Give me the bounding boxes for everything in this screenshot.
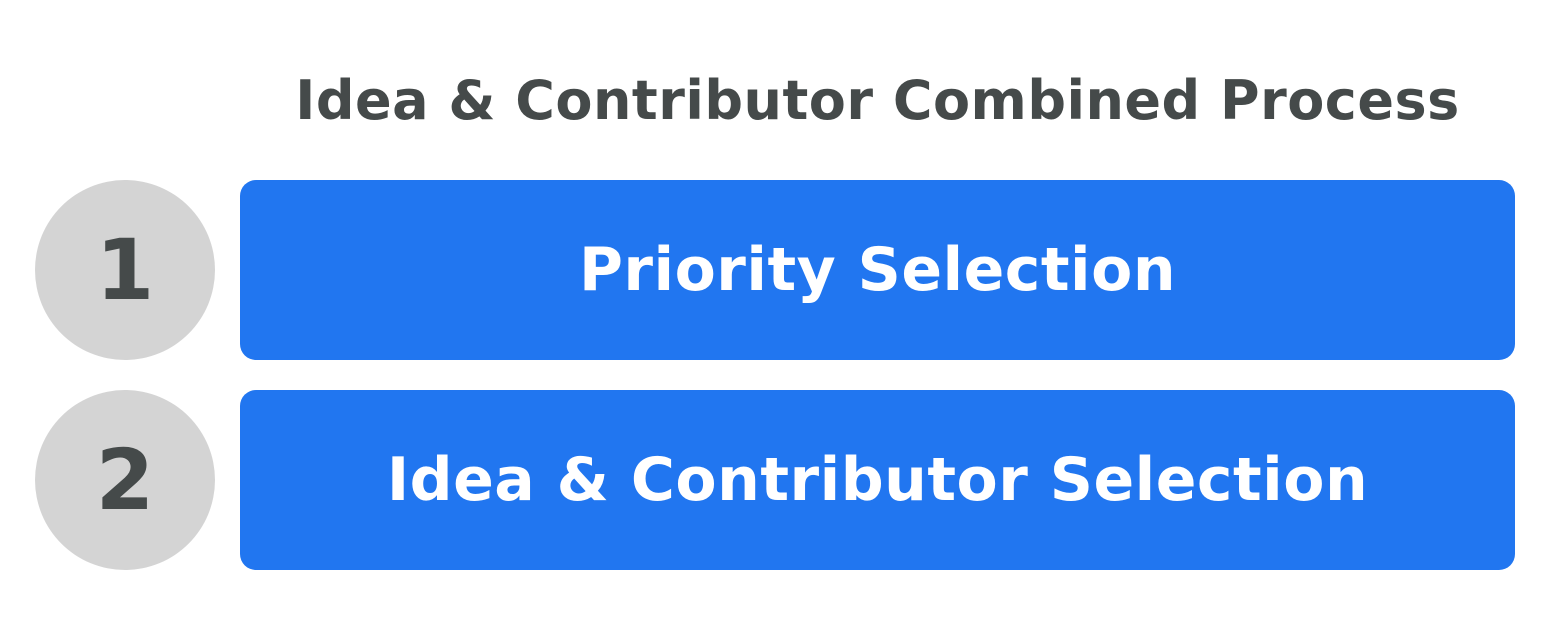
process-step-2: 2 Idea & Contributor Selection	[35, 390, 1515, 570]
process-step-1: 1 Priority Selection	[35, 180, 1515, 360]
step-number-badge-2: 2	[35, 390, 215, 570]
step-box-2: Idea & Contributor Selection	[240, 390, 1515, 570]
diagram-title: Idea & Contributor Combined Process	[295, 68, 1460, 132]
step-number-badge-1: 1	[35, 180, 215, 360]
step-box-1: Priority Selection	[240, 180, 1515, 360]
